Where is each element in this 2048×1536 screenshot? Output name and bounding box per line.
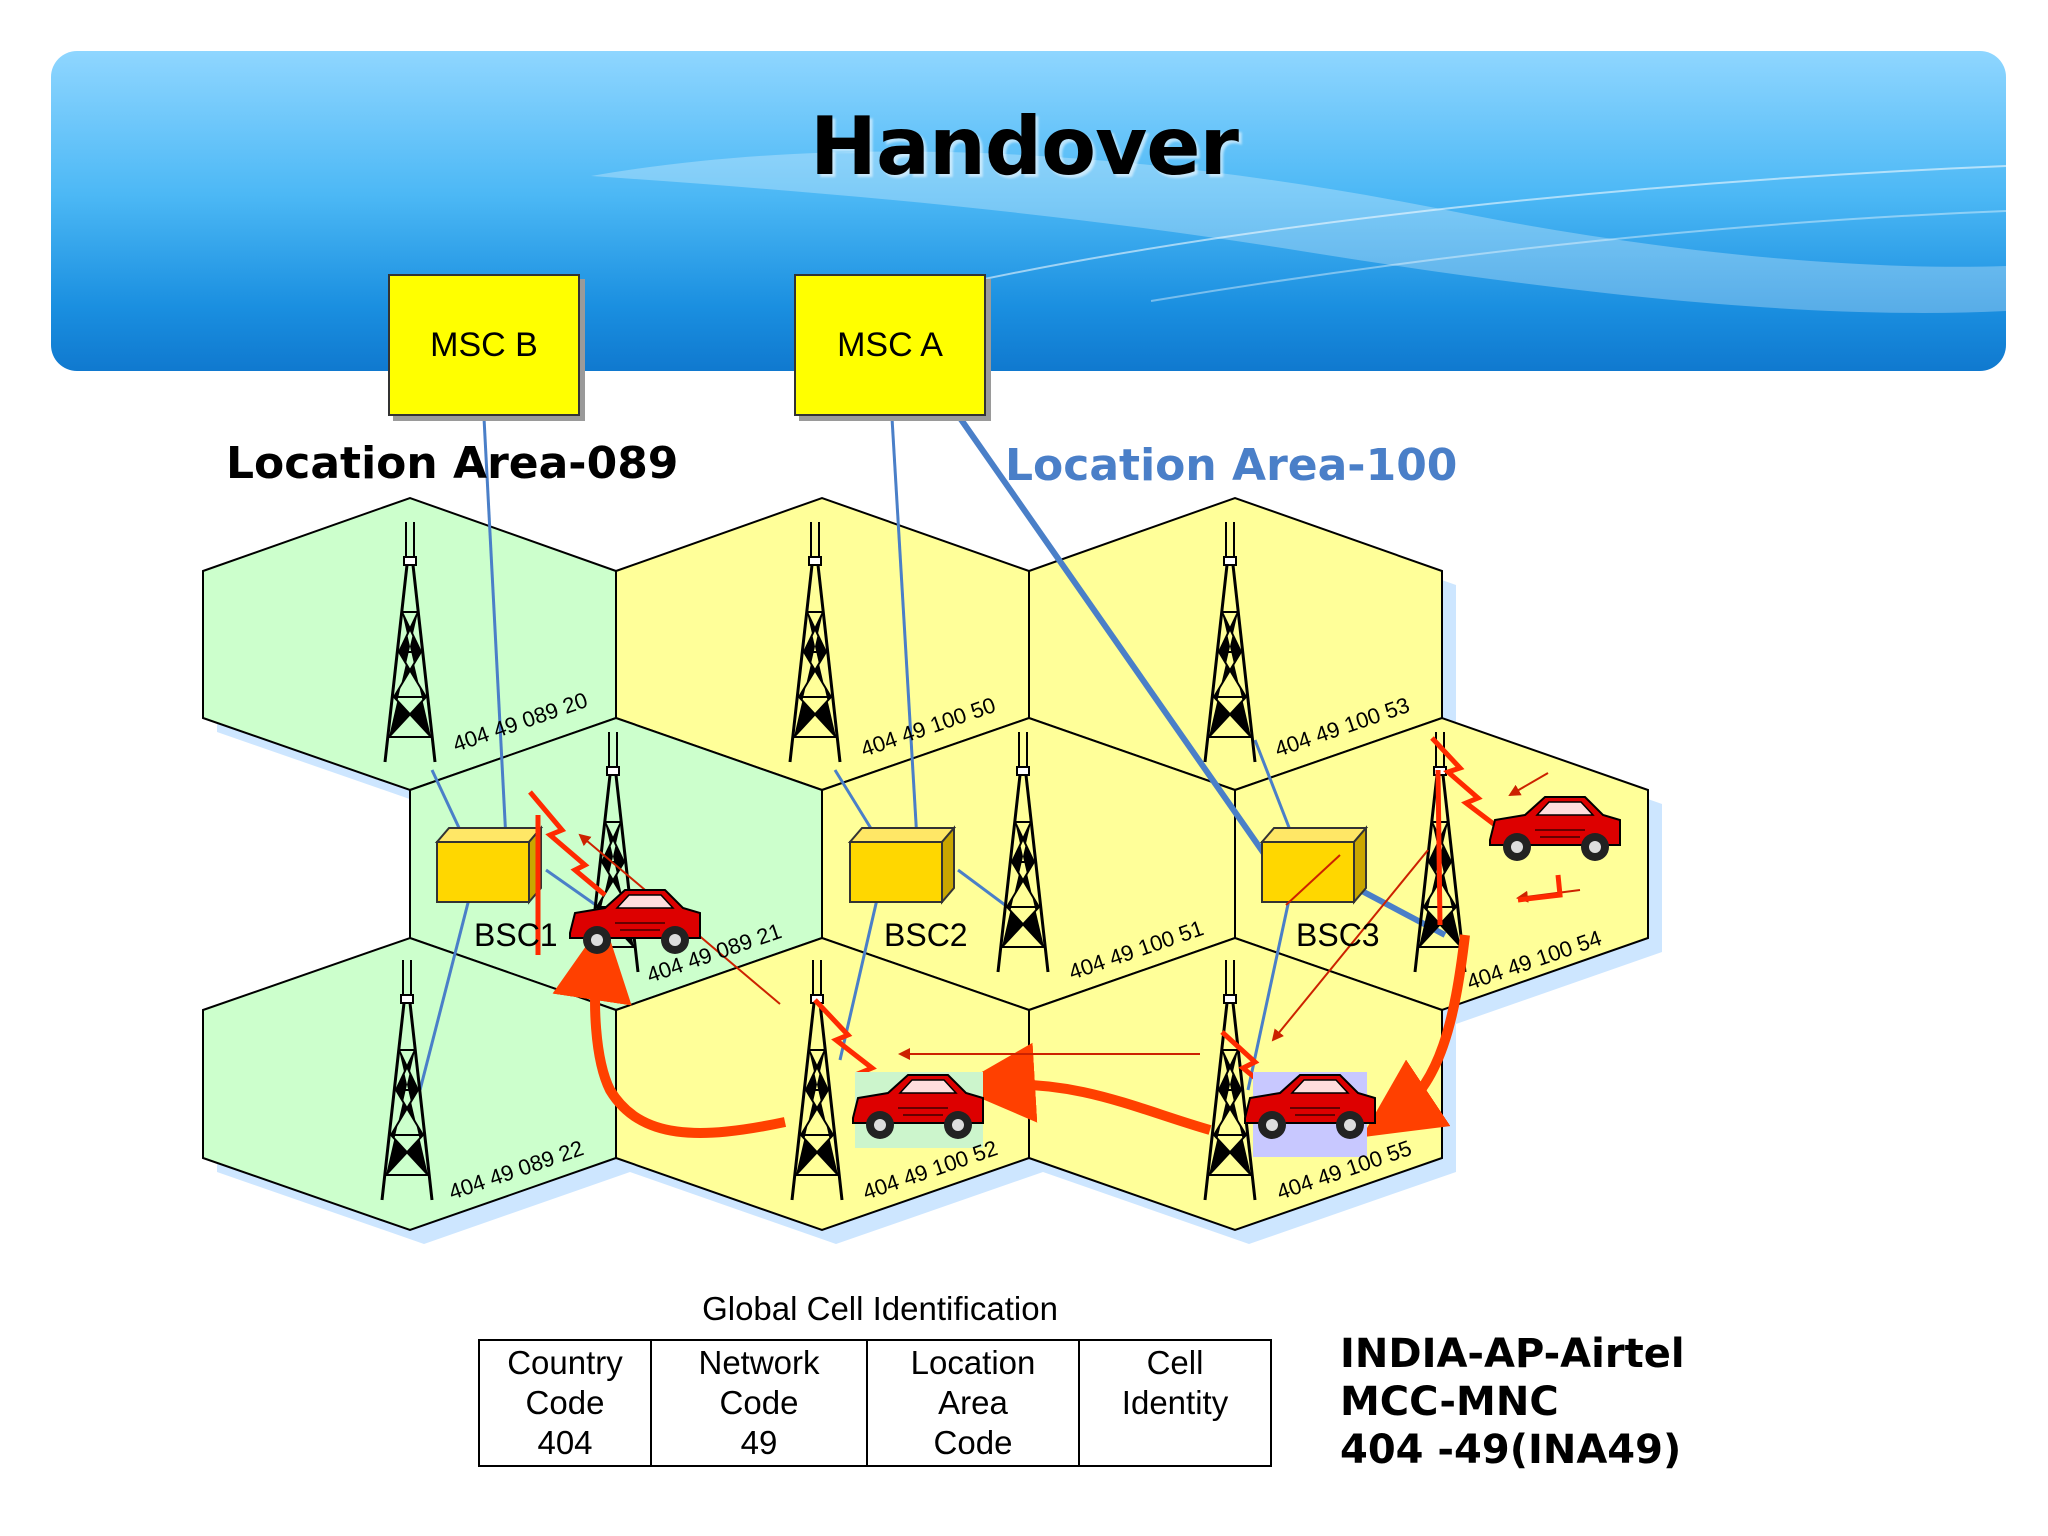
gci-cell-identity-cell: Cell Identity (1078, 1339, 1272, 1467)
gci-location-area-code-cell: Location Area Code (866, 1339, 1080, 1467)
title-banner (51, 51, 2006, 371)
operator-line: INDIA-AP-Airtel (1340, 1331, 1685, 1377)
gci-network-code-cell: Network Code 49 (650, 1339, 868, 1467)
gci-cell-line: 49 (740, 1424, 778, 1461)
operator-line: MCC-MNC (1340, 1379, 1559, 1425)
gci-country-code-cell: Country Code 404 (478, 1339, 652, 1467)
handover-arrows (552, 920, 1470, 1138)
operator-info: INDIA-AP-Airtel MCC-MNC 404 -49(INA49) (1340, 1330, 1685, 1474)
msc-b-box: MSC B (388, 274, 580, 416)
banner-swoosh (591, 151, 2006, 313)
gci-cell-line: Code (525, 1384, 605, 1421)
bsc-label: BSC1 (474, 917, 558, 953)
gci-cell-line: 404 (537, 1424, 593, 1461)
bsc-label: BSC3 (1296, 917, 1380, 953)
gci-table: Country Code 404 Network Code 49 Locatio… (478, 1339, 1272, 1467)
location-area-089-label: Location Area-089 (226, 438, 679, 489)
bsc-label: BSC2 (884, 917, 968, 953)
gci-cell-line: Code (933, 1424, 1013, 1461)
gci-cell-line: Code (719, 1384, 799, 1421)
msc-a-box: MSC A (794, 274, 986, 416)
gci-title: Global Cell Identification (702, 1290, 1058, 1327)
location-area-100-label: Location Area-100 (1005, 440, 1458, 491)
gci-cell-line: Identity (1121, 1384, 1229, 1421)
operator-line: 404 -49(INA49) (1340, 1427, 1682, 1473)
gci-cell-line: Cell (1146, 1344, 1204, 1381)
gci-cell-line: Country (507, 1344, 623, 1381)
gci-cell-line: Location (910, 1344, 1036, 1381)
gci-cell-line (1084, 1423, 1266, 1463)
msc-a-label: MSC A (837, 325, 943, 364)
car-icons (569, 796, 1621, 1157)
gci-cell-line: Area (938, 1384, 1008, 1421)
page-title: Handover (810, 100, 1239, 193)
gci-cell-line: Network (698, 1344, 820, 1381)
msc-b-label: MSC B (430, 325, 538, 364)
